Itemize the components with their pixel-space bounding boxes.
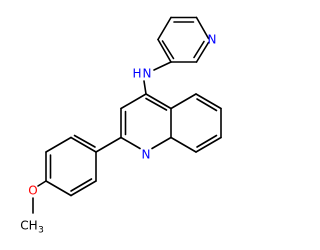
quinoline-ring (120, 93, 222, 153)
bond (193, 40, 205, 59)
bond (170, 136, 197, 153)
bond (157, 16, 172, 41)
bond (196, 134, 218, 148)
amine-nitrogen-label: N (143, 67, 152, 81)
methyl-subscript-label: 3 (38, 226, 44, 236)
methoxy-group (32, 180, 47, 214)
bond (95, 136, 122, 153)
bond (70, 136, 97, 153)
bond (143, 80, 147, 95)
quinoline-nitrogen-label: N (142, 148, 151, 162)
amine-hydrogen-label: H (132, 67, 141, 81)
bond (145, 93, 172, 110)
pyridine-nitrogen-label: N (208, 33, 217, 47)
bond (161, 40, 175, 60)
bond (153, 61, 172, 71)
bond (195, 93, 222, 110)
structure-canvas: N N H N O CH 3 (20, 16, 222, 236)
bond (195, 136, 222, 153)
amine-linker (143, 61, 172, 95)
methoxyphenyl-ring (45, 134, 97, 197)
bond (195, 16, 210, 40)
bond (73, 134, 96, 148)
pyridine-ring (157, 16, 210, 63)
bond (157, 38, 172, 63)
bond (45, 136, 72, 153)
bond (120, 136, 141, 150)
bond (70, 178, 93, 192)
bond (145, 97, 168, 111)
ether-oxygen-label: O (28, 184, 37, 198)
methyl-carbon-label: CH (20, 219, 37, 233)
bond (120, 93, 147, 110)
bond (45, 180, 72, 197)
bond (70, 180, 97, 197)
bond (151, 136, 172, 150)
molecule-drawing: N N H N O CH 3 (20, 16, 222, 236)
bond (195, 41, 210, 63)
bond (196, 98, 218, 112)
bond (170, 93, 197, 110)
bond (37, 180, 47, 187)
